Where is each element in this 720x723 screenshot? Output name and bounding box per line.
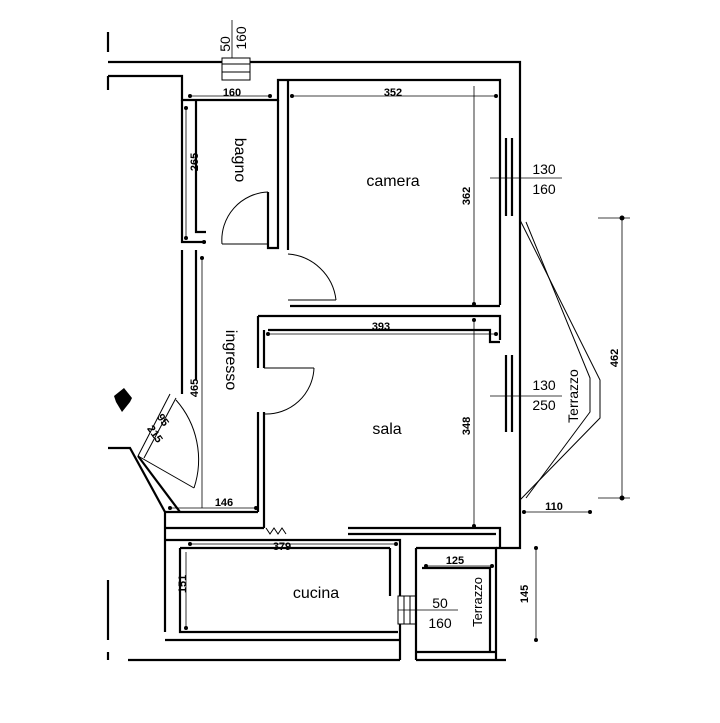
window-bagno-width: 50	[217, 36, 233, 52]
door-swings	[137, 191, 337, 489]
room-label-bagno: bagno	[231, 138, 248, 183]
dim-terrazzo-large-height: 462	[609, 349, 621, 367]
dim-camera-height: 362	[461, 187, 473, 205]
dim-cucina-height: 151	[177, 575, 189, 593]
window-sala-height: 250	[532, 397, 556, 413]
room-label-terrazzo-large: Terrazzo	[565, 369, 581, 423]
terrazzo-balcony	[519, 219, 601, 501]
outer-walls	[106, 32, 522, 662]
room-label-camera: camera	[366, 173, 419, 190]
window-cucina-width: 50	[432, 595, 448, 611]
window-marks	[221, 57, 562, 625]
window-bagno-height: 160	[233, 26, 249, 50]
window-camera-width: 130	[532, 161, 556, 177]
dim-bagno-width: 160	[223, 87, 241, 99]
dim-cucina-width: 379	[273, 541, 291, 553]
dim-ingresso-width: 146	[215, 497, 233, 509]
window-sala-width: 130	[532, 377, 556, 393]
room-label-terrazzo-small: Terrazzo	[470, 577, 485, 627]
dim-ingresso-height: 465	[189, 379, 201, 397]
dim-bagno-height: 265	[189, 153, 201, 171]
room-label-ingresso: ingresso	[222, 330, 239, 391]
dimension-dots	[168, 94, 625, 642]
dim-sala-height: 348	[461, 417, 473, 435]
dim-camera-width: 352	[384, 87, 402, 99]
window-cucina-height: 160	[428, 615, 452, 631]
dimension-lines	[170, 20, 630, 640]
dim-entry-door-width: 95	[154, 412, 171, 429]
dim-terrazzo-large-width: 110	[545, 501, 563, 513]
window-camera-height: 160	[532, 181, 556, 197]
dim-sala-width: 393	[372, 321, 390, 333]
room-label-cucina: cucina	[293, 585, 339, 602]
dim-terrazzo-small-height: 145	[519, 585, 531, 603]
entry-arrow-icon	[114, 388, 132, 412]
dim-terrazzo-small-width: 125	[446, 555, 464, 567]
room-label-sala: sala	[372, 421, 401, 438]
